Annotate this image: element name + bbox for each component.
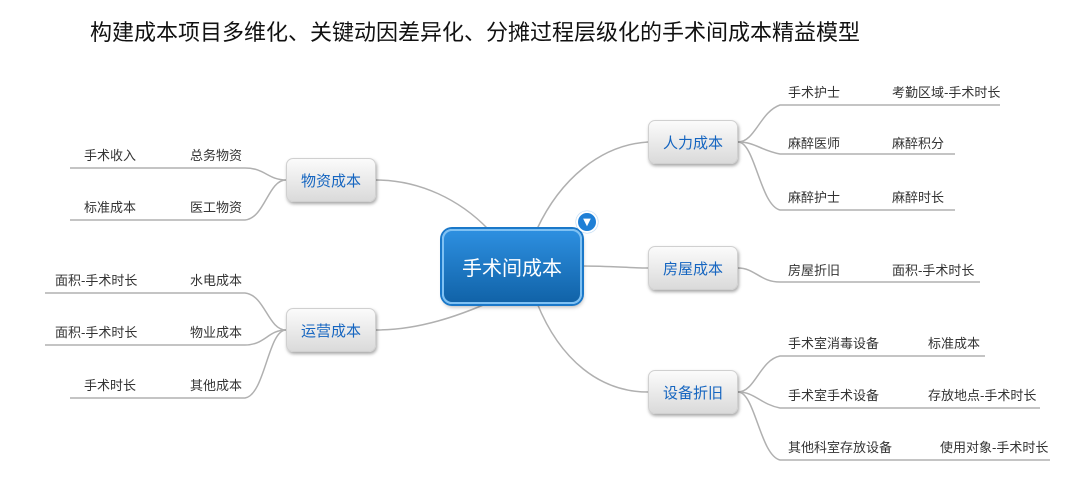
link-shebei-2 xyxy=(737,391,1040,409)
leaf-driver[interactable]: 手术时长 xyxy=(84,379,137,394)
branch-fangwu[interactable]: 房屋成本 xyxy=(648,246,738,290)
leaf-item[interactable]: 麻醉医师 xyxy=(788,137,841,152)
leaf-item[interactable]: 手术护士 xyxy=(788,86,841,101)
page-title: 构建成本项目多维化、关键动因差异化、分摊过程层级化的手术间成本精益模型 xyxy=(90,21,861,46)
leaf-driver[interactable]: 标准成本 xyxy=(84,201,137,216)
collapse-toggle[interactable]: ▼ xyxy=(576,211,598,233)
leaf-driver[interactable]: 麻醉时长 xyxy=(892,191,945,206)
link-center-yunying xyxy=(375,302,489,331)
leaf-driver[interactable]: 考勤区域-手术时长 xyxy=(892,86,1001,101)
chevron-down-icon: ▼ xyxy=(583,216,591,228)
link-shebei-1 xyxy=(737,355,985,393)
link-renli-2 xyxy=(737,141,955,155)
leaf-driver[interactable]: 面积-手术时长 xyxy=(55,274,138,289)
link-yunying-1 xyxy=(45,292,287,331)
leaf-item[interactable]: 医工物资 xyxy=(190,201,243,216)
link-center-shebei xyxy=(536,302,649,393)
central-topic[interactable]: 手术间成本 xyxy=(442,229,582,304)
leaf-driver[interactable]: 标准成本 xyxy=(928,337,981,352)
leaf-item[interactable]: 其他成本 xyxy=(190,379,243,394)
link-fangwu-1 xyxy=(737,267,980,283)
leaf-driver[interactable]: 面积-手术时长 xyxy=(55,326,138,341)
leaf-item[interactable]: 总务物资 xyxy=(190,149,243,164)
branch-wuzi[interactable]: 物资成本 xyxy=(286,158,376,202)
link-center-renli xyxy=(536,141,649,230)
branch-yunying[interactable]: 运营成本 xyxy=(286,308,376,352)
link-yunying-3 xyxy=(70,329,287,399)
leaf-driver[interactable]: 面积-手术时长 xyxy=(892,264,975,279)
leaf-driver[interactable]: 使用对象-手术时长 xyxy=(940,441,1049,456)
leaf-item[interactable]: 房屋折旧 xyxy=(788,264,841,279)
link-renli-3 xyxy=(737,141,955,211)
link-center-fangwu xyxy=(581,265,649,269)
link-shebei-3 xyxy=(737,391,1050,461)
leaf-item[interactable]: 其他科室存放设备 xyxy=(788,441,893,456)
branch-renli[interactable]: 人力成本 xyxy=(648,120,738,164)
link-yunying-2 xyxy=(45,329,287,346)
leaf-item[interactable]: 手术室消毒设备 xyxy=(788,337,880,352)
leaf-item[interactable]: 手术室手术设备 xyxy=(788,389,880,404)
leaf-item[interactable]: 麻醉护士 xyxy=(788,191,841,206)
branch-shebei[interactable]: 设备折旧 xyxy=(648,370,738,414)
link-renli-1 xyxy=(737,104,1000,143)
leaf-item[interactable]: 水电成本 xyxy=(190,274,243,289)
leaf-item[interactable]: 物业成本 xyxy=(190,326,243,341)
link-wuzi-1 xyxy=(70,167,287,181)
leaf-driver[interactable]: 麻醉积分 xyxy=(892,137,945,152)
leaf-driver[interactable]: 手术收入 xyxy=(84,149,137,164)
link-center-wuzi xyxy=(375,179,489,230)
link-wuzi-2 xyxy=(70,179,287,221)
leaf-driver[interactable]: 存放地点-手术时长 xyxy=(928,389,1037,404)
